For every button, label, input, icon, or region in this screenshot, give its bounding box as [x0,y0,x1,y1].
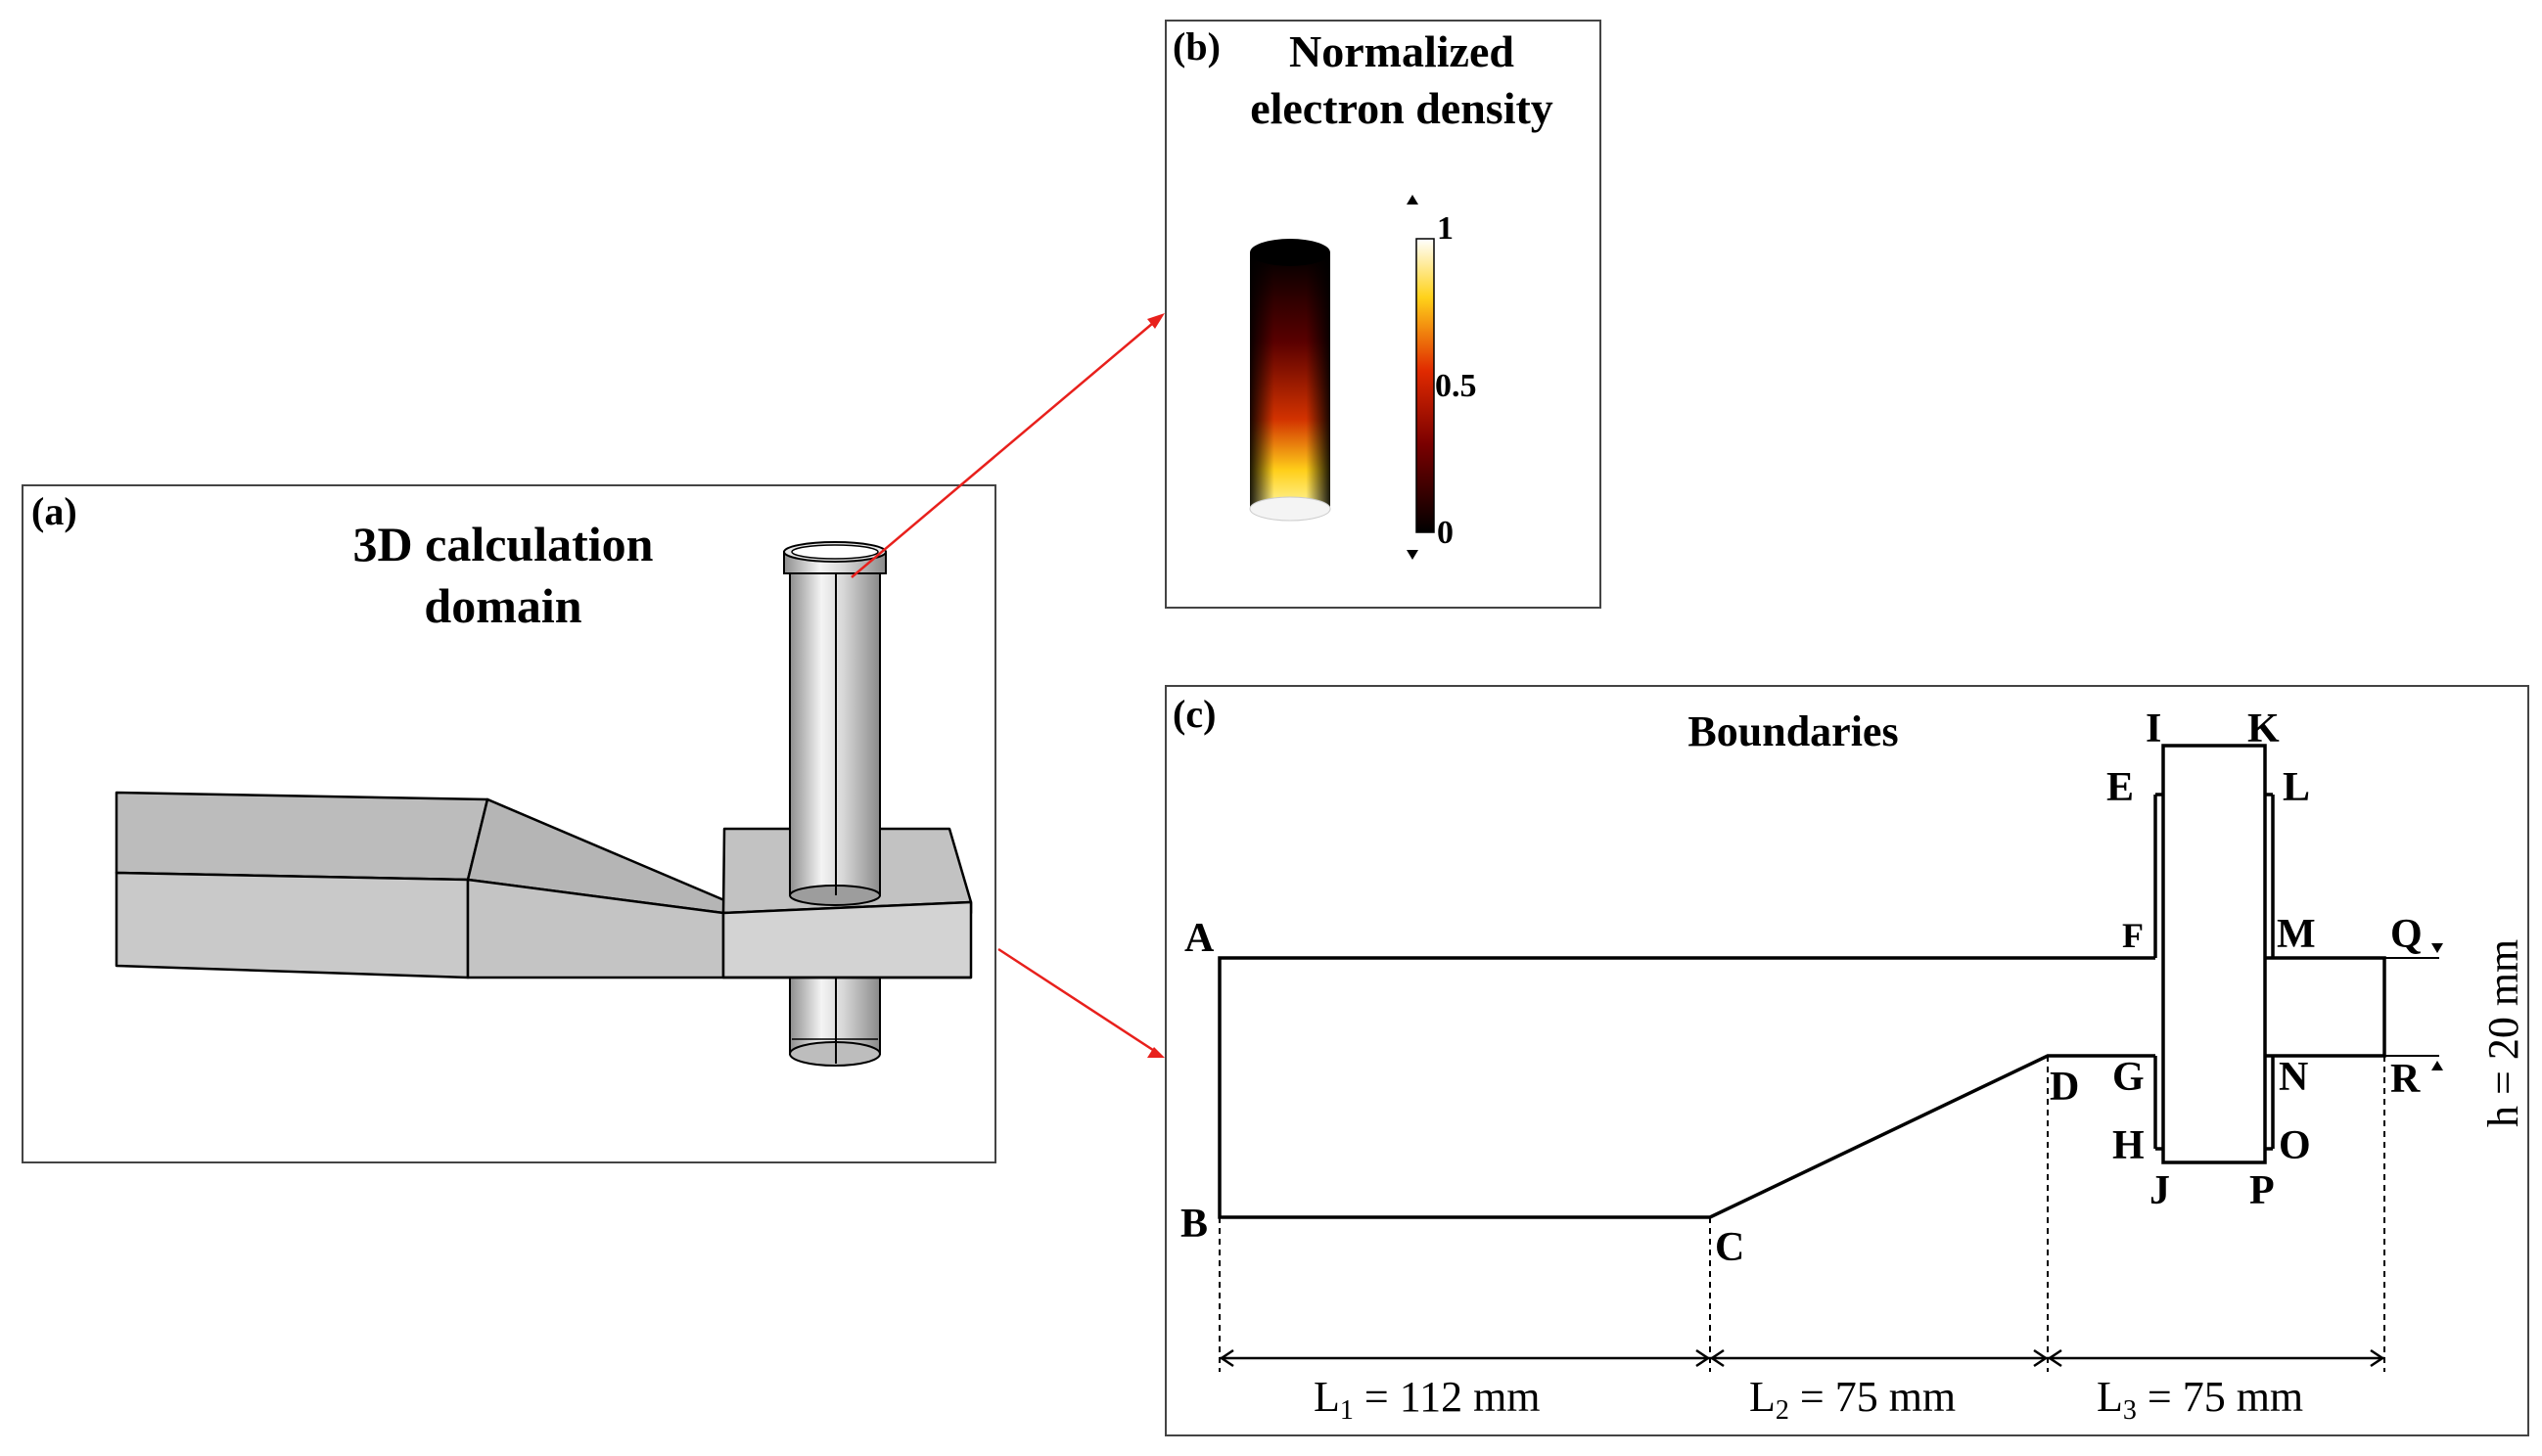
colorbar-min-arrow-icon [1407,550,1418,560]
panel-b-electron-density: (b) Normalized electron density [1165,20,1601,609]
arrowhead-c-icon [1147,1047,1165,1058]
colorbar-label-max: 1 [1437,210,1454,247]
point-L: L [2283,765,2310,810]
point-K: K [2247,706,2280,751]
colorbar-label-mid: 0.5 [1435,368,1477,404]
point-B: B [1180,1202,1208,1247]
point-F: F [2122,916,2144,955]
colorbar: 1 0.5 0 [1407,195,1477,560]
panel-b-tag: (b) [1173,24,1221,68]
colorbar-max-arrow-icon [1407,195,1418,205]
panel-a-3d-domain: (a) 3D calculation domain [22,484,996,1163]
point-R: R [2390,1057,2421,1102]
panel-a-tag: (a) [31,489,77,533]
waveguide-3d-model [115,541,973,1067]
point-Q: Q [2390,912,2423,957]
density-plot: 1 0.5 0 [1249,195,1477,560]
point-M: M [2277,912,2316,957]
dim-L1: L1 = 112 mm [1314,1373,1541,1426]
panel-b-title: Normalized electron density [1196,23,1607,136]
point-P: P [2249,1168,2275,1213]
boundary-diagram: A B C D E F G H I J K L M N O P Q R L1 =… [1180,706,2527,1426]
point-E: E [2106,765,2134,810]
point-O: O [2279,1123,2311,1168]
colorbar-label-min: 0 [1437,515,1454,551]
panel-c-tag: (c) [1173,692,1217,736]
boundary-outline [1218,956,2155,1219]
rect-section [115,791,489,979]
point-C: C [1715,1225,1744,1270]
panel-a-title-line1: 3D calculation [352,517,654,571]
point-I: I [2146,706,2161,751]
point-N: N [2279,1055,2308,1100]
upper-cylinder [783,541,887,906]
panel-a-title: 3D calculation domain [258,514,748,636]
point-H: H [2112,1123,2145,1168]
dimension-line [1219,1348,2385,1368]
lower-cylinder [789,965,881,1067]
dim-h: h = 20 mm [2479,939,2527,1127]
panel-a-title-line2: domain [424,577,582,633]
arrowhead-b-icon [1147,313,1165,329]
panel-c-title: Boundaries [1687,707,1899,755]
point-D: D [2050,1065,2079,1110]
h-arrow-icons [2431,943,2443,1070]
point-A: A [1184,916,1215,961]
arrow-to-panel-c [997,947,1160,1056]
dim-L3: L3 = 75 mm [2097,1373,2303,1426]
tube-rect [2161,744,2267,1164]
boundary-outline-right [2265,956,2386,1058]
point-G: G [2112,1055,2145,1100]
arrow-to-panel-b [851,317,1160,578]
point-J: J [2149,1168,2170,1213]
panel-b-title-line2: electron density [1250,82,1553,133]
dim-L2: L2 = 75 mm [1749,1373,1956,1426]
panel-c-boundaries: (c) Boundaries [1165,685,2529,1436]
plasma-column [1249,239,1331,522]
panel-b-title-line1: Normalized [1289,26,1514,76]
